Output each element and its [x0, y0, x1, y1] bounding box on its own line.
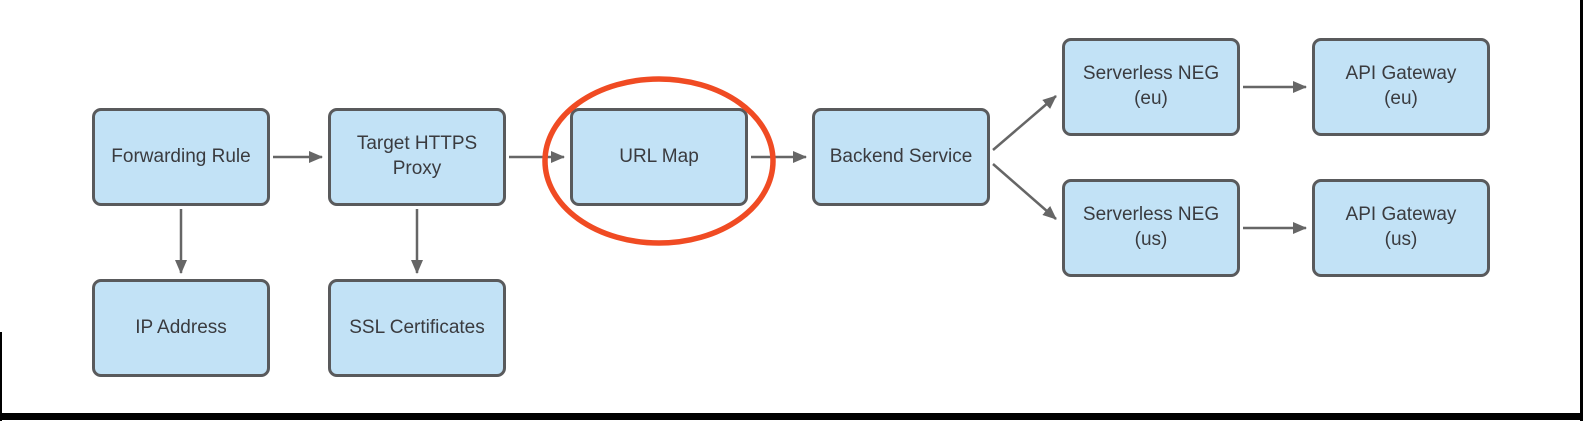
- node-ip-address-label: IP Address: [135, 316, 227, 338]
- node-target-https-proxy: Target HTTPS Proxy: [328, 108, 506, 206]
- frame-left-edge: [0, 332, 2, 421]
- edge-backend-service-to-serverless-neg-us: [992, 163, 1057, 220]
- node-api-gateway-us-label: API Gateway (us): [1345, 204, 1457, 250]
- node-forwarding-rule-label: Forwarding Rule: [111, 145, 251, 167]
- node-serverless-neg-us-label: Serverless NEG (us): [1082, 204, 1220, 250]
- node-ssl-certificates-label: SSL Certificates: [349, 316, 485, 338]
- node-serverless-neg-us: Serverless NEG (us): [1062, 179, 1240, 277]
- node-url-map-label: URL Map: [619, 145, 699, 167]
- node-ip-address: IP Address: [92, 279, 270, 377]
- frame-bottom-edge: [0, 413, 1583, 420]
- node-api-gateway-us: API Gateway (us): [1312, 179, 1490, 277]
- node-backend-service-label: Backend Service: [829, 145, 973, 167]
- node-target-https-proxy-label: Target HTTPS Proxy: [356, 133, 478, 179]
- node-ssl-certificates: SSL Certificates: [328, 279, 506, 377]
- node-forwarding-rule: Forwarding Rule: [92, 108, 270, 206]
- node-url-map: URL Map: [570, 108, 748, 206]
- node-api-gateway-eu-label: API Gateway (eu): [1345, 63, 1457, 109]
- frame-right-edge: [1580, 0, 1583, 421]
- edge-backend-service-to-serverless-neg-eu: [992, 95, 1057, 151]
- node-serverless-neg-eu: Serverless NEG (eu): [1062, 38, 1240, 136]
- node-backend-service: Backend Service: [812, 108, 990, 206]
- node-serverless-neg-eu-label: Serverless NEG (eu): [1082, 63, 1220, 109]
- node-api-gateway-eu: API Gateway (eu): [1312, 38, 1490, 136]
